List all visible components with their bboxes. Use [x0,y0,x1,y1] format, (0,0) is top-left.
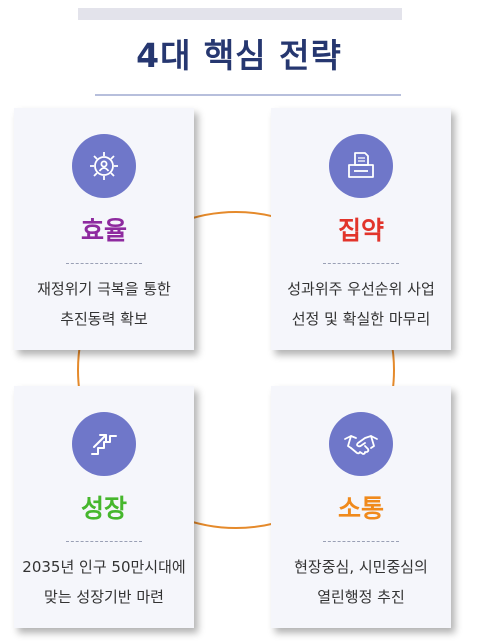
strategy-card-efficiency: 효율 재정위기 극복을 통한 추진동력 확보 [14,108,194,350]
strategy-title: 집약 [337,216,384,245]
strategy-title: 소통 [337,494,384,523]
handshake-icon [329,412,393,476]
strategy-card-communication: 소통 현장중심, 시민중심의 열린행정 추진 [271,386,451,628]
strategy-description: 현장중심, 시민중심의 열린행정 추진 [271,552,451,612]
top-decor-bar [78,8,402,20]
title-underline [95,94,401,96]
strategy-title: 효율 [80,216,127,245]
page-title: 4대 핵심 전략 [136,36,342,75]
strategy-card-growth: 성장 2035년 인구 50만시대에 맞는 성장기반 마련 [14,386,194,628]
description-line: 맞는 성장기반 마련 [44,588,164,606]
description-line: 선정 및 확실한 마무리 [291,310,431,328]
strategy-description: 재정위기 극복을 통한 추진동력 확보 [14,274,194,334]
gear-person-icon [72,134,136,198]
strategy-description: 2035년 인구 50만시대에 맞는 성장기반 마련 [14,552,194,612]
dashed-divider [66,263,142,264]
printer-icon [329,134,393,198]
stairs-arrow-icon [72,412,136,476]
description-line: 재정위기 극복을 통한 [37,280,171,298]
strategy-card-concentration: 집약 성과위주 우선순위 사업 선정 및 확실한 마무리 [271,108,451,350]
description-line: 성과위주 우선순위 사업 [287,280,435,298]
dashed-divider [323,263,399,264]
description-line: 현장중심, 시민중심의 [294,558,428,576]
dashed-divider [323,541,399,542]
description-line: 열린행정 추진 [317,588,405,606]
strategy-title: 성장 [80,494,127,523]
description-line: 추진동력 확보 [60,310,148,328]
dashed-divider [66,541,142,542]
description-line: 2035년 인구 50만시대에 [22,558,186,576]
strategy-description: 성과위주 우선순위 사업 선정 및 확실한 마무리 [271,274,451,334]
